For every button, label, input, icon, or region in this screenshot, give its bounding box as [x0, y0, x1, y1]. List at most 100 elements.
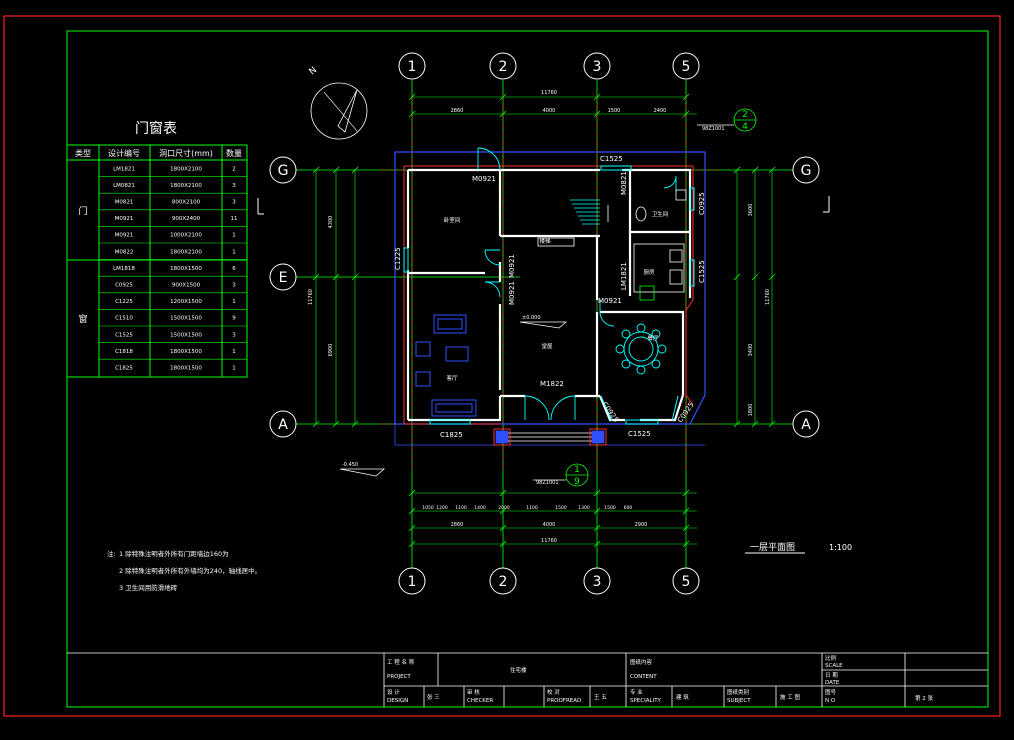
doors — [477, 147, 677, 421]
table-cell: 1 — [232, 249, 236, 255]
axis-left-g: G — [278, 163, 289, 179]
col-code: 设计编号 — [108, 148, 140, 158]
dim-bottom-detail-label: 1500 — [555, 505, 567, 511]
dim-tick — [751, 420, 759, 428]
dim-tick — [593, 110, 601, 118]
north-label: N — [308, 65, 320, 77]
title-scale: 1:100 — [829, 543, 852, 552]
table-cell: LM1818 — [113, 266, 135, 272]
tb-proof-en: PROOFREAD — [547, 698, 581, 704]
tag-c0925-a: C0925 — [698, 192, 706, 215]
note-3: 3 卫生间用防滑地砖 — [119, 583, 178, 592]
table-cell: C1510 — [115, 316, 133, 322]
title-text: 一层平面图 — [750, 542, 795, 553]
dim-bottom-total: 11760 — [541, 538, 557, 544]
table-cell: LM1821 — [113, 166, 135, 172]
dim-tick — [332, 273, 340, 281]
axis-bottom-2: 2 — [499, 574, 508, 590]
level-main: ±0.000 — [522, 315, 541, 321]
table-cell: C1525 — [115, 332, 133, 338]
dim-bottom-detail-label: 2000 — [498, 505, 510, 511]
living-furniture — [415, 314, 477, 417]
dim-left-total: 11760 — [308, 289, 314, 305]
dim-tick — [593, 489, 601, 497]
room-living: 客厅 — [446, 374, 458, 382]
table-cell: 3 — [232, 283, 236, 289]
dim-tick — [682, 507, 690, 515]
table-cell: 1800X2100 — [170, 249, 202, 255]
table-cell: 1200X1500 — [170, 299, 202, 305]
dim-tick — [499, 93, 507, 101]
table-cell: M0822 — [115, 249, 134, 255]
tag-m0921-c: M0921 — [508, 281, 516, 305]
dim-bottom-detail-label: 600 — [624, 505, 633, 511]
group-window: 窗 — [78, 313, 87, 325]
axis-top-2: 2 — [499, 59, 508, 75]
room-stair: 楼梯 — [539, 237, 551, 245]
table-cell: 1000X2100 — [170, 233, 202, 239]
table-cell: 1800X2100 — [170, 166, 202, 172]
tag-m0921-b: M0921 — [508, 254, 516, 278]
dim-tick — [682, 93, 690, 101]
dim-tick — [682, 110, 690, 118]
tb-no-en: N O — [825, 698, 836, 704]
dim-left-1: 4300 — [328, 216, 334, 229]
elev-ref-bot: 98Z1001 — [536, 480, 559, 486]
dim-tick — [682, 524, 690, 532]
axis-grid — [296, 80, 795, 570]
dim-bottom-detail-label: 1100 — [455, 505, 467, 511]
table-cell: C1825 — [115, 366, 133, 372]
table-cell: LM0821 — [113, 183, 135, 189]
dim-bottom-mid-2: 4000 — [543, 522, 556, 528]
walls-white — [406, 168, 692, 422]
room-bedroom: 卧室间 — [444, 216, 461, 224]
tb-date-en: DATE — [825, 680, 840, 686]
dining-furniture — [615, 323, 667, 375]
axis-top-5: 5 — [682, 59, 691, 75]
table-cell: 1500X1500 — [170, 316, 202, 322]
table-cell: 6 — [232, 266, 236, 272]
tag-m0921-a: M0921 — [472, 175, 496, 183]
table-cell: 3 — [232, 332, 236, 338]
windows — [403, 165, 695, 425]
dim-bottom-detail-label: 1100 — [526, 505, 538, 511]
dimension-lines — [315, 96, 773, 545]
table-cell: 1 — [232, 366, 236, 372]
note-2: 2 除特殊注明者外所有外墙均为240，轴线居中。 — [119, 566, 261, 575]
dim-left-2: 6900 — [328, 344, 334, 357]
tag-c1525-top: C1525 — [600, 155, 623, 163]
tag-m0821: M0821 — [620, 171, 628, 195]
table-cell: 9 — [232, 316, 236, 322]
tb-checker-en: CHECKER — [467, 698, 493, 704]
col-qty: 数量 — [226, 148, 242, 158]
table-cell: C0925 — [115, 283, 133, 289]
tb-content-cn: 图纸内容 — [630, 658, 653, 666]
dim-tick — [593, 524, 601, 532]
dim-top-2: 4000 — [543, 108, 556, 114]
table-cell: 1800X1500 — [170, 366, 202, 372]
dim-tick — [332, 420, 340, 428]
tb-scale-en: SCALE — [825, 663, 843, 669]
tb-subject-en: SUBJECT — [727, 698, 751, 704]
elev-ref-top: 98Z1001 — [702, 126, 725, 132]
dim-tick — [593, 93, 601, 101]
dim-tick — [733, 273, 741, 281]
dim-bottom-detail-label: 1300 — [578, 505, 590, 511]
dim-tick — [408, 540, 416, 548]
level-out: -0.450 — [342, 462, 358, 468]
group-door: 门 — [78, 205, 87, 217]
axis-top-3: 3 — [593, 59, 602, 75]
table-cell: 1500X1500 — [170, 332, 202, 338]
table-cell: 900X2400 — [172, 216, 201, 222]
stair — [570, 199, 600, 225]
table-cell: C1225 — [115, 299, 133, 305]
dim-top-total: 11760 — [541, 90, 557, 96]
dim-tick — [312, 273, 320, 281]
tb-subject-cn: 图纸类别 — [727, 688, 749, 696]
table-cell: 1800X1500 — [170, 266, 202, 272]
col-size: 洞口尺寸(mm) — [159, 148, 213, 158]
bathroom-fixtures — [635, 189, 687, 222]
tb-spec-en: SPECIALITY — [630, 698, 662, 704]
tb-design-en: DESIGN — [387, 698, 408, 704]
